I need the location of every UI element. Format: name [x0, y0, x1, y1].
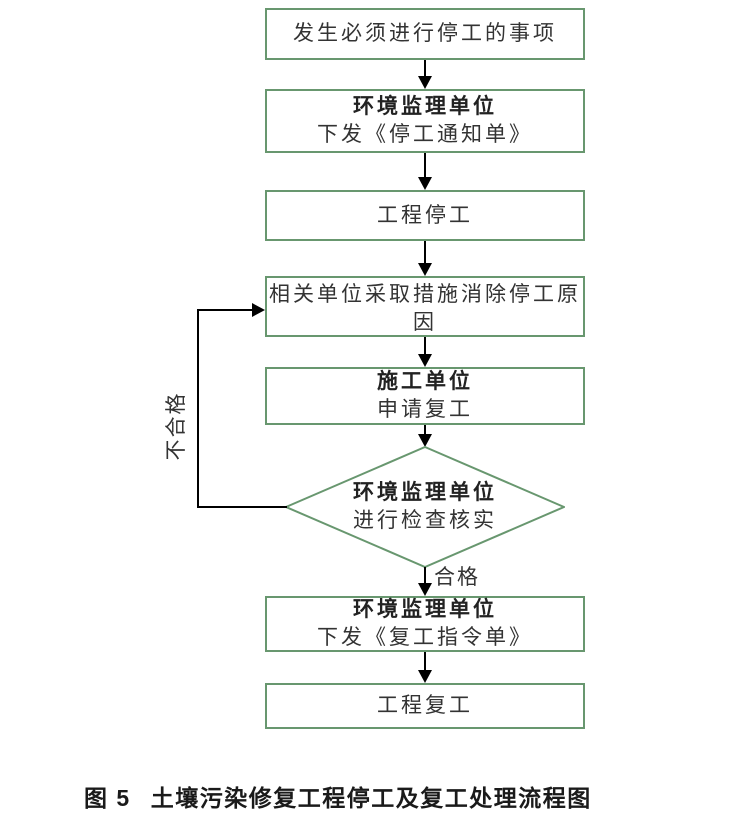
feedback-line-top	[197, 309, 253, 311]
figure-title: 土壤污染修复工程停工及复工处理流程图	[150, 785, 592, 811]
arrowhead-down-icon	[418, 76, 432, 89]
node-line: 申请复工	[377, 398, 473, 421]
arrowhead-down-icon	[418, 354, 432, 367]
node-stop-event: 发生必须进行停工的事项	[265, 8, 585, 60]
edge-label-pass: 合格	[434, 566, 480, 589]
node-project-resume: 工程复工	[265, 683, 585, 729]
node-project-stop: 工程停工	[265, 190, 585, 241]
node-line: 下发《复工指令单》	[317, 626, 533, 649]
feedback-line-bottom	[197, 506, 287, 508]
arrowhead-down-icon	[418, 670, 432, 683]
node-supervisor-issue-resume-order: 环境监理单位 下发《复工指令单》	[265, 596, 585, 652]
arrowhead-right-icon	[252, 303, 265, 317]
node-contractor-apply-resume: 施工单位 申请复工	[265, 367, 585, 425]
node-line: 环境监理单位	[353, 95, 497, 118]
figure-caption: 图 5 土壤污染修复工程停工及复工处理流程图	[84, 779, 592, 813]
node-line: 下发《停工通知单》	[317, 123, 533, 146]
node-line: 环境监理单位	[353, 598, 497, 621]
node-supervisor-issue-stop-notice: 环境监理单位 下发《停工通知单》	[265, 89, 585, 153]
flow-arrow-line	[424, 652, 426, 671]
node-line: 相关单位采取措施消除停工原因	[269, 283, 581, 334]
arrowhead-down-icon	[418, 177, 432, 190]
node-line: 施工单位	[377, 370, 473, 393]
node-line: 工程复工	[377, 694, 473, 717]
diamond-label: 环境监理单位 进行检查核实	[285, 446, 565, 568]
arrowhead-down-icon	[418, 263, 432, 276]
node-supervisor-inspect-verify: 环境监理单位 进行检查核实	[285, 446, 565, 568]
edge-label-fail: 不合格	[165, 391, 188, 461]
node-line: 工程停工	[377, 203, 473, 227]
flow-arrow-line	[424, 337, 426, 358]
node-eliminate-stop-cause: 相关单位采取措施消除停工原因	[265, 276, 585, 337]
flow-arrow-line	[424, 241, 426, 264]
flow-arrow-line	[424, 60, 426, 79]
figure-number: 图 5	[84, 785, 131, 811]
arrowhead-down-icon	[418, 434, 432, 447]
flow-arrow-line	[424, 153, 426, 178]
node-line: 环境监理单位	[353, 481, 497, 504]
flow-arrow-line	[424, 567, 426, 584]
node-line: 进行检查核实	[353, 509, 497, 532]
node-line: 发生必须进行停工的事项	[293, 22, 557, 45]
flow-arrow-line	[424, 425, 426, 435]
arrowhead-down-icon	[418, 583, 432, 596]
feedback-line-vertical	[197, 309, 199, 508]
